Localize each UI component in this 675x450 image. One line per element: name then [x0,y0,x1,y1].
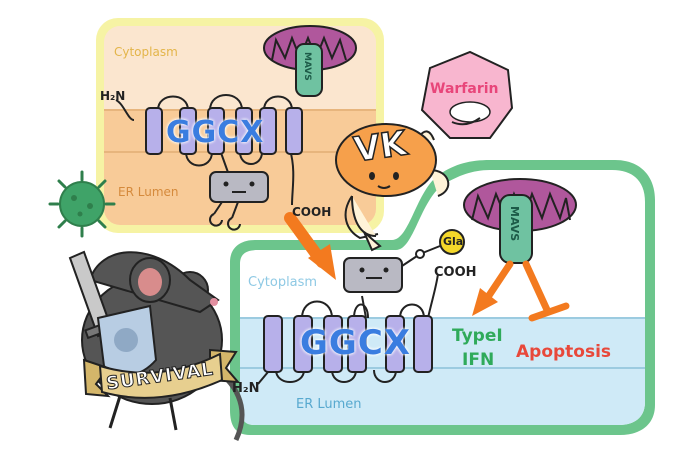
gla-label: Gla [443,235,464,248]
bottom-er-lumen-label: ER Lumen [296,397,362,412]
bottom-mitochondrion-icon [463,178,577,264]
apoptosis-inhibition-bar [522,260,570,322]
type-i-ifn-label-line2: IFN [462,350,495,370]
bottom-mavs-label: MAVS [508,206,521,242]
bottom-catalytic-domain [343,229,465,293]
bottom-panel [230,160,655,435]
top-mavs-label: MAVS [302,52,312,81]
top-ggcx-helices [145,107,303,155]
shield-icon [96,304,158,377]
top-er-lumen-label: ER Lumen [118,185,179,199]
bottom-ggcx-helices [263,315,433,373]
apoptosis-label: Apoptosis [516,342,612,362]
survival-ribbon [82,348,241,399]
bottom-cterm-label: COOH [434,265,477,280]
top-cytoplasm-label: Cytoplasm [114,45,178,59]
activation-arrow [284,212,336,280]
virus-icon [48,170,116,238]
top-panel [96,18,384,233]
warfarin-character-icon [420,50,514,139]
ifn-arrow [472,260,514,316]
vitamin-k-character-icon [335,123,450,252]
top-ggcx-label: GGCX [166,115,265,150]
bottom-nterm-label: H₂N [232,381,260,396]
warfarin-label: Warfarin [430,81,499,97]
top-mitochondrion-icon [263,25,357,97]
bottom-ggcx-label: GGCX [300,323,411,363]
top-cterm-label: COOH [292,205,332,219]
bottom-cytoplasm-label: Cytoplasm [248,275,318,290]
vitamin-k-label: VK [351,123,410,171]
type-i-ifn-label-line1: TypeⅠ [452,326,503,346]
top-nterm-label: H₂N [100,89,126,103]
top-catalytic-domain [209,171,269,231]
